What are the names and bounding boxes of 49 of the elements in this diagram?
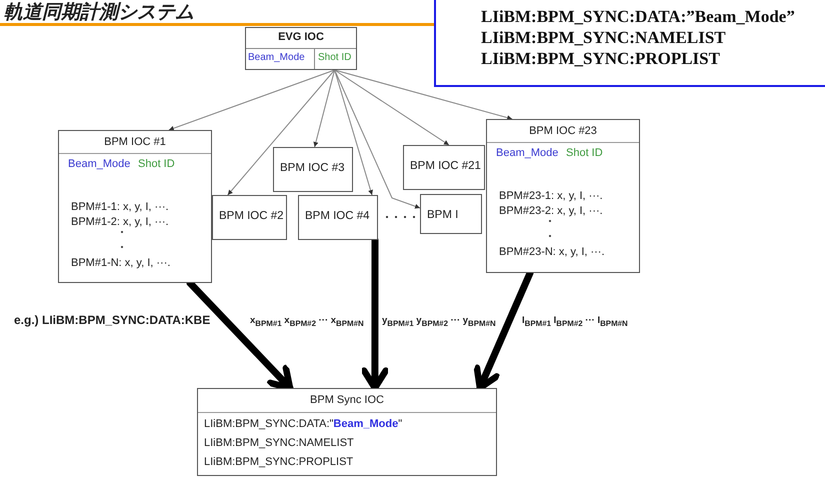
box-title: BPM IOC #23 xyxy=(528,125,598,138)
ioc-box xyxy=(486,119,640,273)
box-title: BPM IOC #4 xyxy=(305,210,370,224)
pv-name: LIiBM:BPM_SYNC:DATA:"Beam_Mode" xyxy=(204,418,402,431)
pv-name: LIiBM:BPM_SYNC:PROPLIST xyxy=(481,49,720,69)
data-row: BPM#1-2: x, y, I, ···. xyxy=(71,216,169,229)
example-label: y$_{BPM#1}$ y$_{BPM#2}$ ··· y$_{BPM#N}$ xyxy=(382,315,496,328)
box-title: BPM IOC #2 xyxy=(219,210,284,224)
example-label: x$_{BPM#1}$ x$_{BPM#2}$ ··· x$_{BPM#N}$ xyxy=(250,315,364,328)
ioc-box xyxy=(245,27,357,70)
box-title: BPM IOC #1 xyxy=(103,136,167,149)
box-title: EVG IOC xyxy=(277,31,325,44)
ioc-box xyxy=(420,194,482,234)
data-row: BPM#23-1: x, y, I, ···. xyxy=(499,190,603,203)
box-title: BPM I xyxy=(427,209,458,222)
pv-name: LIiBM:BPM_SYNC:NAMELIST xyxy=(481,28,726,48)
field-label: Shot ID xyxy=(138,158,175,171)
arrow xyxy=(168,70,336,131)
box-title: BPM IOC #21 xyxy=(410,160,481,174)
ioc-box xyxy=(212,195,287,240)
data-row: BPM#1-N: x, y, I, ···. xyxy=(71,257,170,270)
pv-name: LIiBM:BPM_SYNC:DATA:”Beam_Mode” xyxy=(481,7,795,27)
arrow xyxy=(334,70,450,146)
title: 軌道同期計測システム xyxy=(4,3,194,22)
field-label: Shot ID xyxy=(318,52,352,64)
arrow xyxy=(334,70,373,196)
arrow xyxy=(334,70,513,120)
field-label: Beam_Mode xyxy=(248,52,305,64)
data-row: BPM#23-N: x, y, I, ···. xyxy=(499,246,605,259)
arrow xyxy=(313,70,336,148)
field-label: Beam_Mode xyxy=(496,147,558,160)
arrow xyxy=(334,70,420,209)
pv-name: LIiBM:BPM_SYNC:NAMELIST xyxy=(204,437,354,450)
data-row: BPM#23-2: x, y, I, ···. xyxy=(499,205,603,218)
example-label: e.g.) LIiBM:BPM_SYNC:DATA:KBE xyxy=(14,313,210,327)
ioc-box xyxy=(197,388,497,476)
example-label: I$_{BPM#1}$ I$_{BPM#2}$ ··· I$_{BPM#N}$ xyxy=(522,315,628,328)
box-title: BPM IOC #3 xyxy=(280,162,345,176)
ioc-box xyxy=(298,195,378,240)
field-label: Shot ID xyxy=(566,147,603,160)
data-row: BPM#1-1: x, y, I, ···. xyxy=(71,201,169,214)
ioc-box xyxy=(403,145,485,190)
arrow xyxy=(227,70,336,196)
pv-list-panel xyxy=(434,0,825,87)
box-title: BPM Sync IOC xyxy=(309,394,385,407)
field-label: Beam_Mode xyxy=(68,158,130,171)
ioc-box xyxy=(273,147,353,192)
ioc-box xyxy=(58,130,212,283)
pv-name: LIiBM:BPM_SYNC:PROPLIST xyxy=(204,456,354,469)
